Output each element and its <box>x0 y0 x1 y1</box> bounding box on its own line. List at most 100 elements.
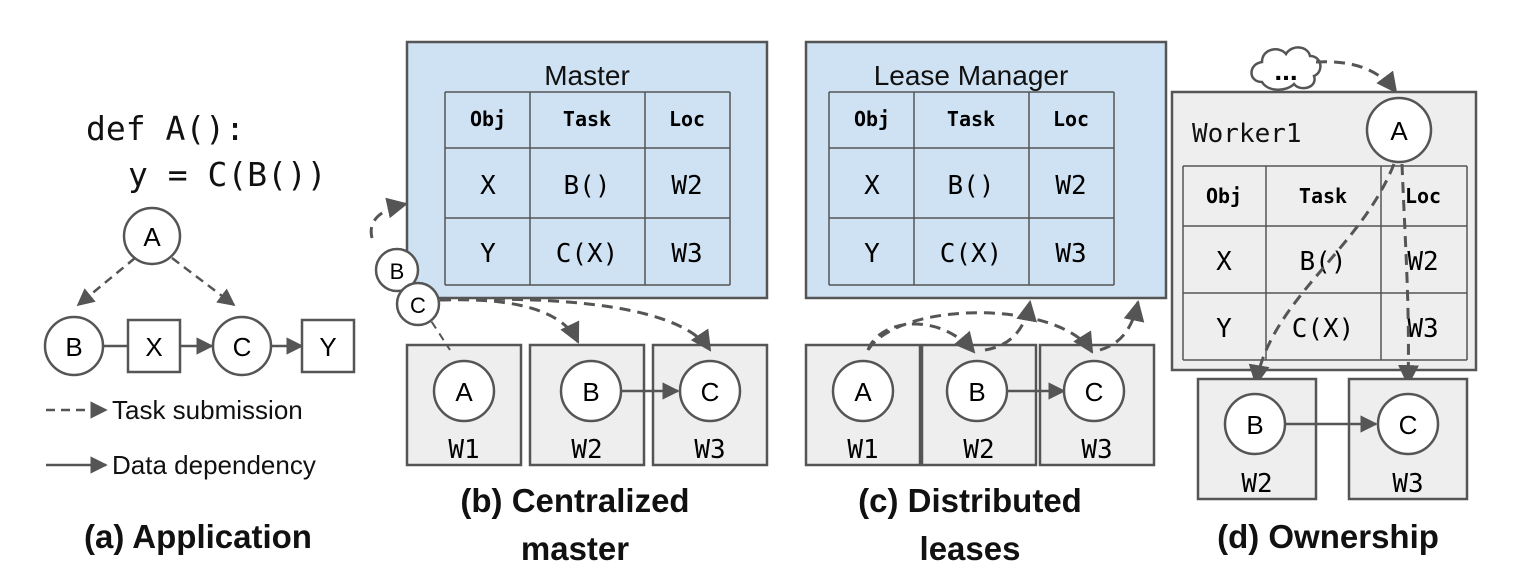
cell-loc-w2: W2 <box>1407 247 1438 277</box>
cell-obj-y: Y <box>864 239 880 269</box>
owner-to-c-edge <box>1398 163 1420 387</box>
caption-leases-line1: (c) Distributed <box>858 482 1082 519</box>
cloud-icon <box>1250 46 1322 91</box>
submit-edge-a-b <box>76 257 136 307</box>
worker-w2-label: W2 <box>571 435 602 465</box>
task-b-label: B <box>1246 410 1263 440</box>
legend-task-submission: Task submission <box>112 395 303 425</box>
master-box <box>405 40 769 300</box>
cell-task-b: B() <box>1300 247 1347 277</box>
request-c-circle <box>395 281 441 327</box>
panel-centralized-master: Master Obj Task Loc X B() W2 Y C(X) W3 W… <box>369 40 769 567</box>
owner-a-circle <box>1365 96 1433 164</box>
cell-loc-w2: W2 <box>1055 171 1086 201</box>
worker-w3-label: W3 <box>694 435 725 465</box>
cell-obj-y: Y <box>1216 314 1232 344</box>
owner-a-label: A <box>1390 116 1408 146</box>
submit-edge-a-c <box>171 257 236 307</box>
worker-w1-label: W1 <box>847 435 878 465</box>
owner-to-b-edge <box>1248 163 1396 387</box>
header-task: Task <box>563 107 611 131</box>
request-b-label: B <box>390 259 405 284</box>
lease-to-b-edge <box>866 322 976 354</box>
code-line-1: def A(): <box>86 109 245 148</box>
header-task: Task <box>947 107 995 131</box>
b-request-lease-edge <box>984 299 1038 352</box>
task-a-circle <box>831 359 895 423</box>
task-a-label: A <box>455 377 473 407</box>
worker1-label: Worker1 <box>1192 119 1302 149</box>
cloud-label: ... <box>1274 55 1297 86</box>
cell-loc-w2: W2 <box>671 171 702 201</box>
task-c-circle <box>1376 392 1440 456</box>
owner-submit-edge <box>1315 60 1398 94</box>
task-b-circle <box>1223 392 1287 456</box>
task-b-circle <box>945 359 1009 423</box>
header-loc: Loc <box>669 107 705 131</box>
caption-application: (a) Application <box>84 518 312 555</box>
panel-application: def A(): y = C(B()) A B X C Y Task submi… <box>43 109 356 555</box>
cell-obj-x: X <box>1216 247 1232 277</box>
task-b-circle <box>559 359 623 423</box>
cell-obj-x: X <box>480 171 496 201</box>
caption-leases-line2: leases <box>920 530 1021 567</box>
caption-ownership: (d) Ownership <box>1217 518 1439 555</box>
cell-task-c: C(X) <box>1292 314 1355 344</box>
master-table: Obj Task Loc X B() W2 Y C(X) W3 <box>444 91 731 286</box>
panel-ownership: ... Worker1 Obj Task Loc X B() W2 Y C(X)… <box>1170 46 1478 555</box>
node-a-circle <box>122 206 182 266</box>
node-b-label: B <box>65 332 82 362</box>
cell-task-c: C(X) <box>556 239 619 269</box>
header-obj: Obj <box>1206 184 1242 208</box>
header-task: Task <box>1299 184 1347 208</box>
submit-to-master-edge <box>369 197 409 239</box>
request-c-label: C <box>410 293 426 318</box>
task-c-label: C <box>1399 410 1418 440</box>
lease-manager-box <box>804 40 1168 300</box>
cell-obj-y: Y <box>480 239 496 269</box>
owner-table: Obj Task Loc X B() W2 Y C(X) W3 <box>1182 165 1468 361</box>
cell-task-c: C(X) <box>940 239 1003 269</box>
cell-task-b: B() <box>948 171 995 201</box>
node-c-label: C <box>233 332 252 362</box>
task-b-label: B <box>582 377 599 407</box>
cell-task-b: B() <box>564 171 611 201</box>
node-c-circle <box>211 315 273 377</box>
object-x-box <box>126 318 182 374</box>
cell-loc-w3: W3 <box>1407 314 1438 344</box>
code-line-2: y = C(B()) <box>128 155 327 194</box>
header-loc: Loc <box>1053 107 1089 131</box>
cell-loc-w3: W3 <box>1055 239 1086 269</box>
node-a-label: A <box>143 222 161 252</box>
caption-centralized-line1: (b) Centralized <box>460 482 689 519</box>
lease-table: Obj Task Loc X B() W2 Y C(X) W3 <box>828 91 1115 286</box>
task-a-label: A <box>854 377 872 407</box>
lease-manager-title: Lease Manager <box>874 60 1069 91</box>
schedule-b-edge <box>439 298 580 344</box>
header-obj: Obj <box>470 107 506 131</box>
schedule-c-edge <box>439 297 712 352</box>
task-c-label: C <box>1085 377 1104 407</box>
worker-w1-label: W1 <box>448 435 479 465</box>
request-b-circle <box>374 247 420 293</box>
node-b-circle <box>43 315 105 377</box>
header-obj: Obj <box>854 107 890 131</box>
panel-distributed-leases: Lease Manager Obj Task Loc X B() W2 Y C(… <box>804 40 1168 567</box>
worker-w2-box <box>1196 377 1318 501</box>
worker-w3-label: W3 <box>1392 469 1423 499</box>
cell-obj-x: X <box>864 171 880 201</box>
master-title: Master <box>544 60 630 91</box>
task-c-circle <box>678 359 742 423</box>
legend-data-dependency: Data dependency <box>112 450 316 480</box>
cell-loc-w3: W3 <box>671 239 702 269</box>
object-x-label: X <box>145 332 162 362</box>
header-loc: Loc <box>1405 184 1441 208</box>
worker-w2-label: W2 <box>1241 469 1272 499</box>
worker-w3-label: W3 <box>1081 435 1112 465</box>
task-b-label: B <box>968 377 985 407</box>
task-a-circle <box>432 359 496 423</box>
worker-w2-label: W2 <box>963 435 994 465</box>
object-y-box <box>300 318 356 374</box>
lease-to-c-edge <box>866 311 1094 354</box>
